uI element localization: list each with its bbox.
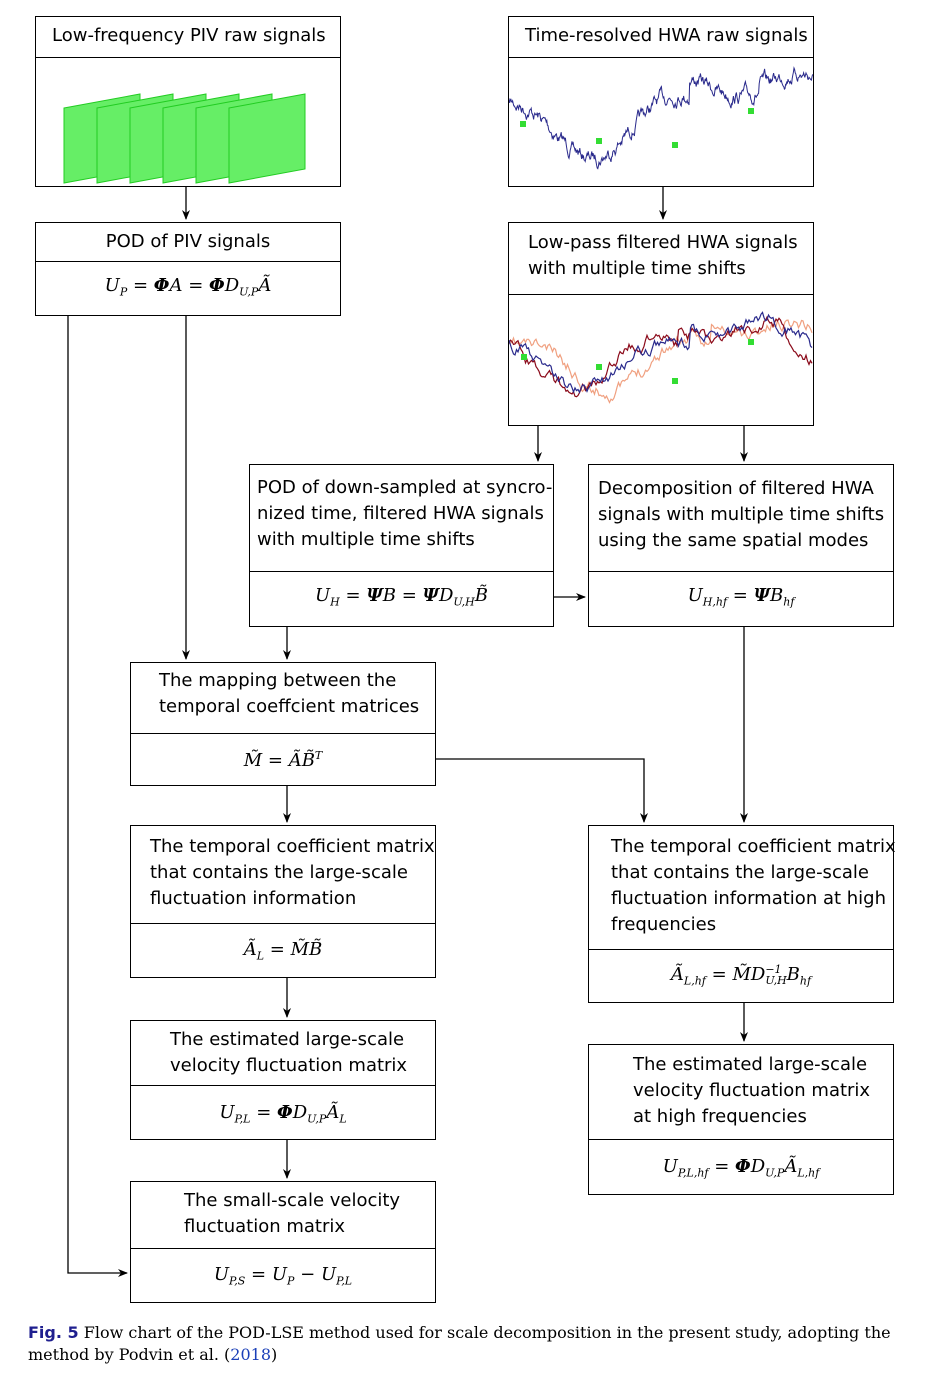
caption-text: Flow chart of the POD-LSE method used fo… [28,1323,891,1364]
pod-piv-divider [36,261,340,262]
mapping-divider [131,733,435,734]
title-line: Low-pass filtered HWA signals [528,232,798,253]
caption-close: ) [271,1345,278,1364]
hwa-raw-signal-plot [509,66,813,170]
title-line: The estimated large-scale [170,1029,405,1050]
temp-large-divider [131,923,435,924]
small-equation: UP,S = UP − UP,L [213,1264,353,1288]
piv-frame [228,93,306,184]
title-line: The temporal coefficient matrix [611,836,896,857]
sample-marker [748,108,754,114]
sample-marker [748,339,754,345]
pod-piv-equation: UP = ΦA = ΦDU,PÃ [104,275,272,299]
piv-raw-box: Low-frequency PIV raw signals [35,16,341,187]
est-high-divider [589,1139,893,1140]
est-large-title: The estimated large-scale velocity fluct… [131,1021,435,1085]
title-line: The small-scale velocity [184,1190,401,1211]
title-line: fluctuation information at high [611,888,887,909]
piv-frames-image [63,93,306,184]
title-line: at high frequencies [633,1106,807,1127]
title-line: Time-resolved HWA raw signals [525,25,808,46]
lowpass-box: Low-pass filtered HWA signals with multi… [508,222,814,426]
temp-high-divider [589,949,893,950]
title-line: POD of PIV signals [105,231,271,252]
piv-raw-divider [36,57,340,58]
title-line: The temporal coefficient matrix [150,836,435,857]
temp-large-title: The temporal coefficient matrix that con… [131,826,435,923]
citation-year-link[interactable]: 2018 [230,1345,272,1364]
title-line: velocity fluctuation matrix [633,1080,871,1101]
decomp-box: Decomposition of filtered HWA signals wi… [588,464,894,627]
hwa-raw-divider [509,57,813,58]
small-title: The small-scale velocity fluctuation mat… [131,1182,435,1248]
title-line: The estimated large-scale [633,1054,868,1075]
sample-marker [520,121,526,127]
mapping-equation: M̃ = ÃB̃T [243,749,323,771]
mapping-title: The mapping between the temporal coeffci… [131,663,435,733]
pod-hwa-divider [250,571,553,572]
sample-marker [521,354,527,360]
filtered-trace [509,311,813,394]
mapping-box: The mapping between the temporal coeffci… [130,662,436,786]
sample-marker [672,378,678,384]
decomp-divider [589,571,893,572]
title-line: The mapping between the [159,670,397,691]
pod-hwa-equation: UH = ΨB = ΨDU,HB̃ [314,585,488,609]
title-line: with multiple time shifts [528,258,746,279]
hwa-raw-trace [509,66,813,170]
filtered-signal-plot [509,311,813,404]
hwa-raw-title: Time-resolved HWA raw signals [509,17,813,57]
pod-piv-title: POD of PIV signals [36,223,340,263]
decomp-equation: UH,hf = ΨBhf [687,585,795,609]
filtered-trace [509,315,813,398]
est-high-box: The estimated large-scale velocity fluct… [588,1044,894,1195]
pod-hwa-box: POD of down-sampled at syncro- nized tim… [249,464,554,627]
temp-large-box: The temporal coefficient matrix that con… [130,825,436,978]
title-line: temporal coeffcient matrices [159,696,420,717]
arrow-mapping-to-temp-high [436,758,648,823]
title-line: Decomposition of filtered HWA [598,478,874,499]
piv-raw-title: Low-frequency PIV raw signals [36,17,340,57]
title-line: using the same spatial modes [598,530,869,551]
sample-marker [596,138,602,144]
title-line: fluctuation matrix [184,1216,346,1237]
est-large-box: The estimated large-scale velocity fluct… [130,1020,436,1140]
small-divider [131,1248,435,1249]
title-line: fluctuation information [150,888,357,909]
title-line: velocity fluctuation matrix [170,1055,408,1076]
temp-high-title: The temporal coefficient matrix that con… [589,826,896,949]
filtered-trace [509,318,813,404]
temp-high-box: The temporal coefficient matrix that con… [588,825,896,1003]
est-large-equation: UP,L = ΦDU,PÃL [219,1102,347,1126]
figure-label: Fig. 5 [28,1323,79,1342]
small-box: The small-scale velocity fluctuation mat… [130,1181,436,1303]
est-high-equation: UP,L,hf = ΦDU,PÃL,hf [662,1156,820,1180]
hwa-raw-box: Time-resolved HWA raw signals [508,16,814,187]
title-line: that contains the large-scale [150,862,408,883]
est-high-title: The estimated large-scale velocity fluct… [589,1045,893,1139]
temp-large-equation: ÃL = M̃B̃ [243,939,323,963]
pod-piv-box: POD of PIV signals UP = ΦA = ΦDU,PÃ [35,222,341,316]
title-line: that contains the large-scale [611,862,869,883]
title-line: frequencies [611,914,717,935]
title-line: with multiple time shifts [257,529,475,550]
lowpass-divider [509,294,813,295]
title-line: nized time, filtered HWA signals [257,503,544,524]
lowpass-title: Low-pass filtered HWA signals with multi… [509,223,813,295]
sample-marker [672,142,678,148]
pod-hwa-title: POD of down-sampled at syncro- nized tim… [250,465,553,571]
title-line: Low-frequency PIV raw signals [52,25,326,46]
title-line: POD of down-sampled at syncro- [257,477,553,498]
decomp-title: Decomposition of filtered HWA signals wi… [589,465,893,571]
title-line: signals with multiple time shifts [598,504,885,525]
figure-caption: Fig. 5 Flow chart of the POD-LSE method … [28,1322,908,1366]
est-large-divider [131,1085,435,1086]
arrow-pod-piv-to-small [67,316,128,1277]
sample-marker [596,364,602,370]
